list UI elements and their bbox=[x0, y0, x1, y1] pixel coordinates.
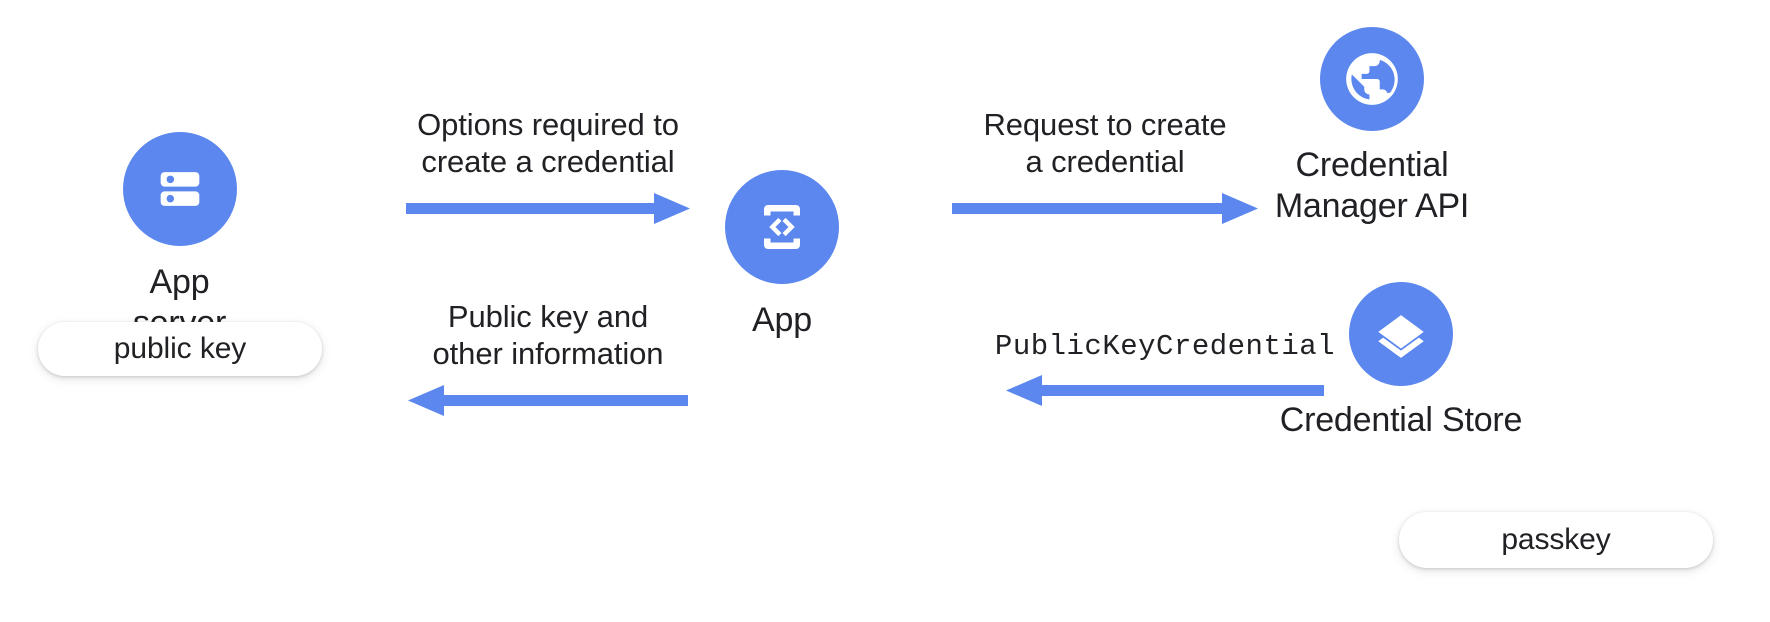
node-app-server: App server bbox=[102, 132, 257, 344]
node-app: App bbox=[725, 170, 839, 341]
node-credential-store: Credential Store bbox=[1271, 282, 1531, 441]
server-icon bbox=[122, 132, 237, 246]
node-label-credential-manager-api: Credential Manager API bbox=[1274, 146, 1470, 225]
arrow-right-options-required bbox=[406, 193, 690, 224]
arrow-left-public-key-response bbox=[408, 385, 688, 416]
globe-icon bbox=[1320, 27, 1424, 131]
layers-icon bbox=[1349, 282, 1453, 386]
flow-caption-options-required: Options required to create a credential bbox=[417, 107, 679, 179]
chip-passkey: passkey bbox=[1399, 512, 1713, 568]
chip-passkey-label: passkey bbox=[1501, 523, 1611, 556]
flow-caption-request-create: Request to create a credential bbox=[983, 107, 1227, 179]
chip-public-key-label: public key bbox=[113, 332, 247, 365]
device-code-icon bbox=[725, 170, 839, 284]
flow-public-key-response: Public key and other information bbox=[348, 298, 748, 417]
arrow-left-public-key-credential bbox=[1006, 375, 1324, 406]
node-label-credential-store: Credential Store bbox=[1279, 401, 1523, 439]
flow-public-key-credential: PublicKeyCredential bbox=[995, 328, 1335, 407]
flow-caption-public-key-credential: PublicKeyCredential bbox=[994, 330, 1336, 363]
flow-options-required: Options required to create a credential bbox=[352, 106, 744, 225]
node-credential-manager-api: Credential Manager API bbox=[1265, 27, 1479, 227]
arrow-right-request-create bbox=[952, 193, 1258, 224]
flow-caption-public-key-response: Public key and other information bbox=[432, 299, 664, 371]
chip-public-key: public key bbox=[38, 322, 322, 376]
flow-request-create: Request to create a credential bbox=[940, 106, 1270, 225]
node-label-app: App bbox=[752, 301, 812, 339]
